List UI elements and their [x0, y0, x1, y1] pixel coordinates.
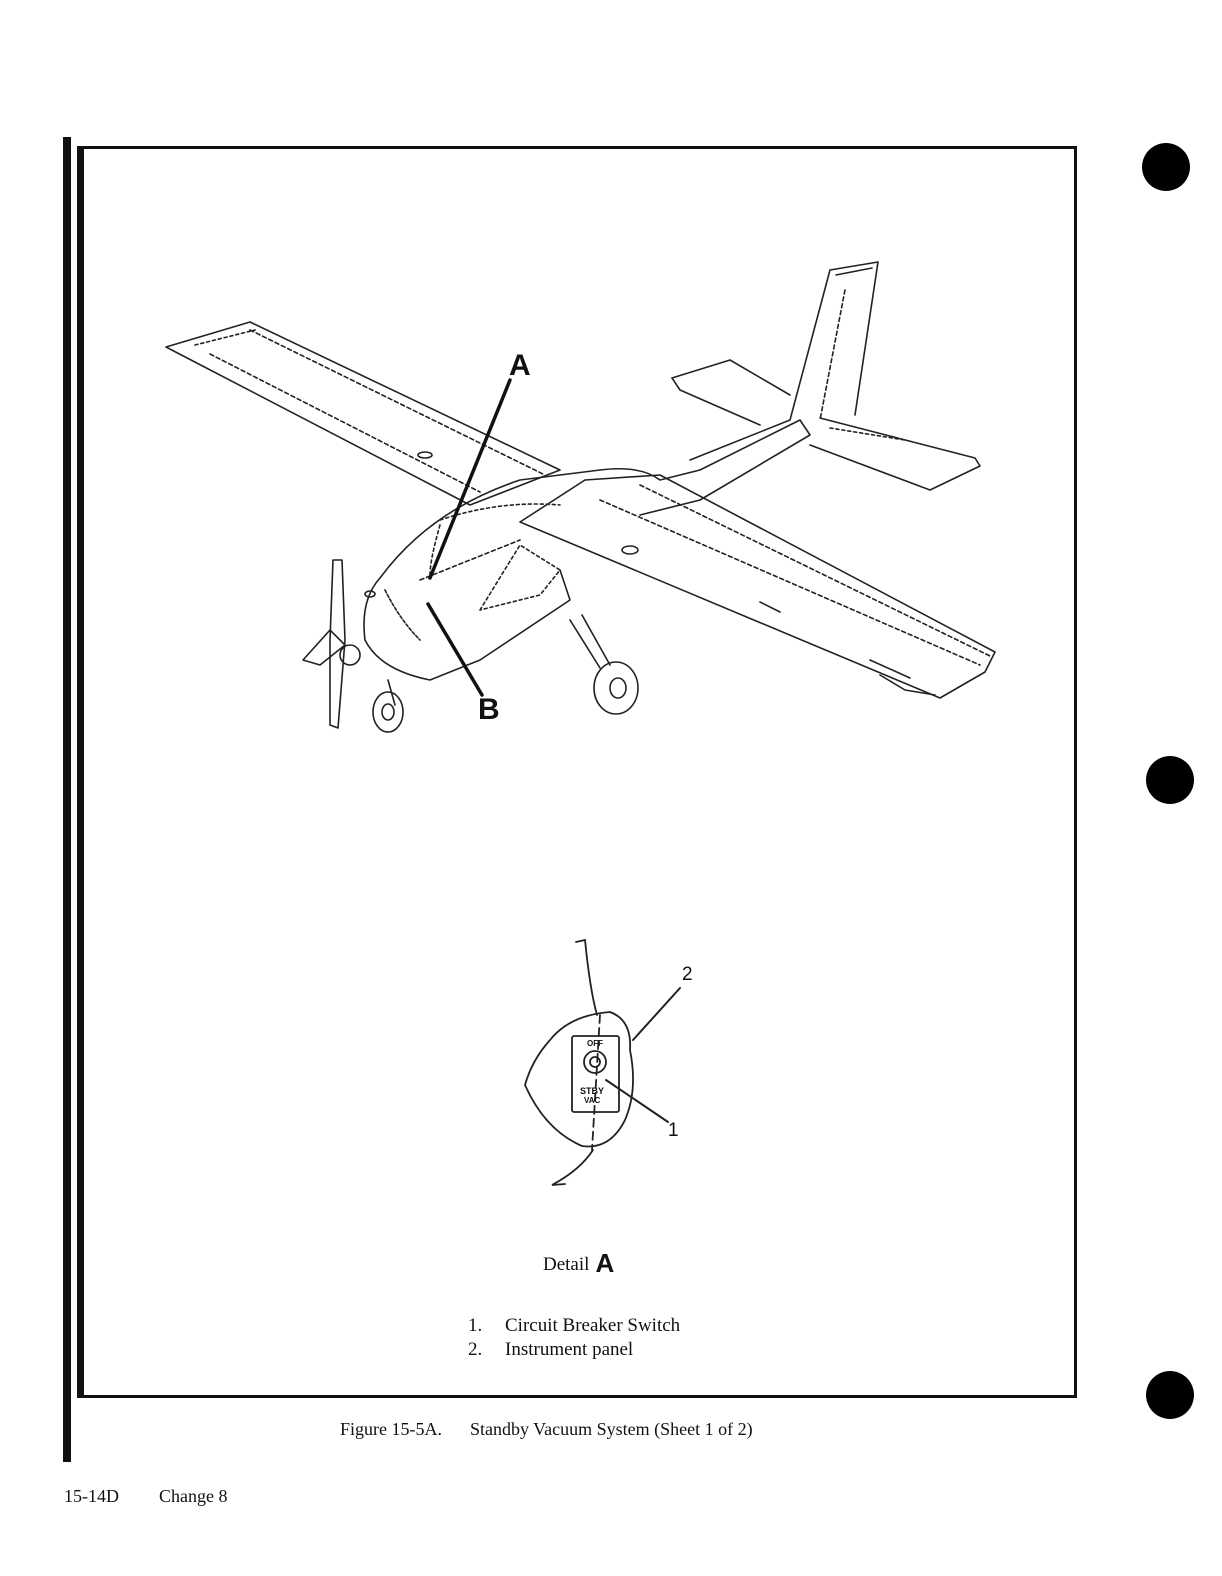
legend-item: 2. Instrument panel	[468, 1338, 680, 1362]
legend-text: Instrument panel	[505, 1338, 633, 1362]
detail-a-drawing	[525, 940, 680, 1185]
switch-label-off: OFF	[587, 1039, 603, 1048]
switch-label-stby: STBY	[580, 1086, 604, 1096]
page-footer: 15-14D Change 8	[64, 1486, 227, 1507]
figure-number: Figure 15-5A.	[340, 1419, 442, 1439]
right-wing	[520, 475, 995, 698]
callout-b-leader	[428, 604, 482, 695]
callout-a: A	[509, 349, 531, 382]
horizontal-stabilizer	[672, 360, 980, 490]
switch-toggle	[584, 1051, 606, 1073]
left-wing	[166, 322, 560, 505]
legend-item: 1. Circuit Breaker Switch	[468, 1314, 680, 1338]
instrument-panel-outline	[525, 1012, 633, 1146]
legend-number: 1.	[468, 1314, 505, 1338]
callout-2-leader	[633, 988, 680, 1040]
vertical-stabilizer	[690, 262, 878, 460]
change-number: Change 8	[159, 1486, 227, 1506]
figure-caption: Figure 15-5A. Standby Vacuum System (Shee…	[340, 1419, 753, 1440]
callout-b: B	[478, 693, 500, 726]
callout-2: 2	[682, 964, 693, 985]
switch-label-vac: VAC	[584, 1096, 601, 1105]
page-number: 15-14D	[64, 1486, 119, 1506]
detail-title: Detail A	[543, 1248, 614, 1279]
parts-legend: 1. Circuit Breaker Switch 2. Instrument …	[468, 1314, 680, 1362]
detail-label: Detail	[543, 1254, 589, 1275]
figure-title: Standby Vacuum System (Sheet 1 of 2)	[470, 1419, 753, 1439]
callout-1: 1	[668, 1120, 679, 1141]
callout-1-leader	[606, 1080, 668, 1122]
legend-text: Circuit Breaker Switch	[505, 1314, 680, 1338]
propeller	[303, 560, 360, 728]
legend-number: 2.	[468, 1338, 505, 1362]
detail-letter: A	[595, 1248, 614, 1278]
